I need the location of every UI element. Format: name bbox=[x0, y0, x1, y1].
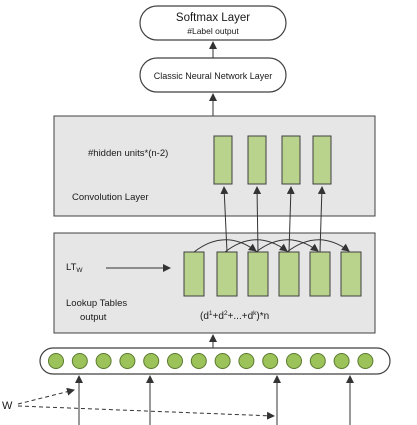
classic-nn-layer: Classic Neural Network Layer bbox=[139, 57, 287, 93]
window-arc bbox=[193, 239, 257, 253]
window-arc bbox=[286, 239, 350, 253]
input-token-circle bbox=[214, 353, 231, 369]
input-token-circle bbox=[262, 353, 279, 369]
input-token-circle bbox=[286, 353, 302, 369]
conv-unit bbox=[247, 135, 267, 185]
softmax-title: Softmax Layer bbox=[176, 12, 250, 24]
input-token-circle bbox=[119, 353, 136, 369]
conv-unit bbox=[213, 135, 233, 185]
window-arc bbox=[224, 239, 288, 253]
softmax-layer: Softmax Layer #Label output bbox=[139, 5, 287, 41]
lookup-to-conv-arrow bbox=[317, 186, 326, 253]
convolution-layer: #hidden units*(n-2) Convolution Layer bbox=[53, 115, 376, 217]
input-token-circle bbox=[167, 353, 183, 369]
window-arc bbox=[255, 239, 319, 253]
lt-label: LTW bbox=[66, 262, 83, 274]
input-token-circle bbox=[333, 353, 350, 369]
input-token-circle bbox=[238, 353, 255, 369]
hidden-units-label: #hidden units*(n-2) bbox=[88, 148, 168, 159]
lookup-layer: LTW Lookup Tables output (d1+d2+...+dk)*… bbox=[53, 186, 376, 334]
lookup-label-line1: Lookup Tables bbox=[66, 298, 127, 309]
lookup-unit bbox=[247, 251, 269, 297]
w-dashed-arrow bbox=[17, 405, 275, 420]
input-token-circle bbox=[71, 353, 88, 369]
lookup-to-conv-arrow bbox=[220, 186, 229, 253]
convolution-label: Convolution Layer bbox=[72, 192, 149, 203]
softmax-subtitle: #Label output bbox=[187, 26, 239, 36]
input-token-circle bbox=[357, 353, 374, 369]
lookup-to-conv-arrow bbox=[286, 186, 295, 253]
w-label: W bbox=[2, 400, 13, 412]
classic-nn-label: Classic Neural Network Layer bbox=[154, 71, 273, 81]
lookup-formula: (d1+d2+...+dk)*n bbox=[200, 310, 269, 322]
lookup-unit bbox=[183, 251, 205, 297]
input-token-circle bbox=[95, 353, 112, 369]
lookup-unit bbox=[340, 251, 362, 297]
lookup-unit bbox=[216, 251, 238, 297]
lookup-label-line2: output bbox=[80, 312, 107, 323]
conv-unit bbox=[312, 135, 332, 185]
w-dashed-arrow bbox=[17, 387, 75, 405]
lookup-unit bbox=[278, 251, 300, 297]
input-token-circle bbox=[143, 353, 160, 369]
input-token-circle bbox=[48, 353, 64, 369]
input-token-circle bbox=[190, 353, 207, 369]
conv-unit bbox=[281, 135, 301, 185]
input-token-circle bbox=[309, 353, 326, 369]
lookup-to-conv-arrow bbox=[253, 186, 262, 253]
input-sequence bbox=[39, 347, 391, 375]
lookup-unit bbox=[309, 251, 331, 297]
